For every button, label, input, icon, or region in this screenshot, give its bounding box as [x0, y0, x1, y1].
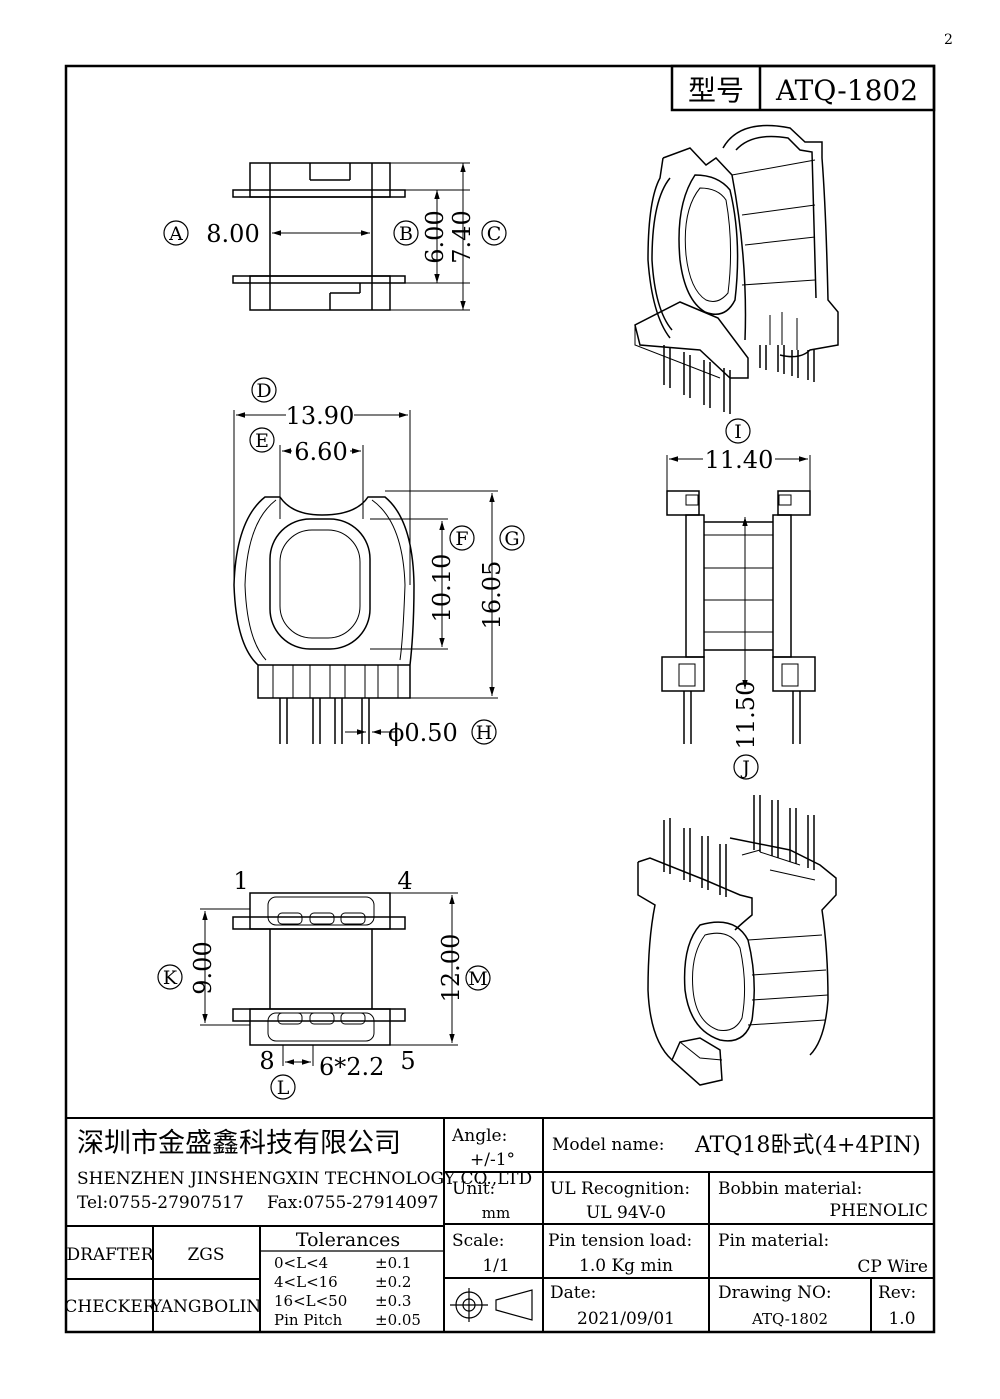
dim-letter-I: I — [734, 421, 742, 443]
scale-value: 1/1 — [482, 1256, 509, 1276]
pin-number-5: 5 — [400, 1047, 415, 1075]
angle-label: Angle: — [451, 1126, 507, 1146]
dim-letter-J: J — [740, 757, 750, 779]
dimension-E: E 6.60 — [249, 427, 350, 466]
tolerance-range-1: 0<L<4 — [274, 1254, 328, 1272]
dim-value-M: 12.00 — [437, 934, 465, 1003]
model-name-value: ATQ18卧式(4+4PIN) — [694, 1133, 921, 1158]
pin-tension-label: Pin tension load: — [548, 1231, 692, 1251]
dim-value-L: 6*2.2 — [319, 1053, 384, 1081]
tolerance-value-3: ±0.3 — [375, 1292, 411, 1310]
dim-value-G: 16.05 — [478, 561, 506, 630]
isometric-view-bottom — [637, 795, 837, 1086]
checker-value: YANGBOLIN — [150, 1297, 261, 1317]
pin-material-value: CP Wire — [857, 1257, 928, 1277]
dimension-A: A 8.00 — [163, 220, 260, 248]
pin-tension-value: 1.0 Kg min — [579, 1256, 673, 1276]
pin-material-label: Pin material: — [718, 1231, 829, 1251]
tolerance-value-2: ±0.2 — [375, 1273, 411, 1291]
top-view — [232, 162, 470, 311]
title-block-lines — [66, 1117, 934, 1332]
date-value: 2021/09/01 — [577, 1309, 675, 1329]
pin-number-1: 1 — [233, 867, 248, 895]
dim-value-F: 10.10 — [428, 554, 456, 623]
company-name-en: SHENZHEN JINSHENGXIN TECHNOLOGY CO.,LTD — [77, 1169, 532, 1189]
company-fax: Fax:0755-27914097 — [267, 1193, 439, 1213]
ul-label: UL Recognition: — [550, 1179, 690, 1199]
dimension-L: 6*2.2 L — [270, 1053, 384, 1100]
dim-value-D: 13.90 — [286, 402, 355, 430]
dim-letter-D: D — [256, 380, 271, 402]
dim-letter-G: G — [504, 528, 519, 550]
projection-symbol-icon — [450, 1288, 533, 1322]
bobbin-material-value: PHENOLIC — [830, 1201, 929, 1221]
dimension-I: I 11.40 — [703, 418, 775, 474]
drawing-frame — [64, 64, 936, 1334]
dim-letter-F: F — [455, 528, 468, 550]
unit-label: Unit: — [452, 1179, 495, 1199]
dim-value-E: 6.60 — [294, 438, 347, 466]
dimension-M: 12.00 M — [437, 934, 491, 1003]
dim-value-C: 7.40 — [448, 210, 476, 263]
date-label: Date: — [550, 1283, 596, 1303]
dim-letter-C: C — [487, 223, 502, 245]
dim-letter-M: M — [468, 968, 487, 990]
drawing-no-value: ATQ-1802 — [751, 1310, 828, 1328]
model-box: 型号 ATQ-1802 — [670, 64, 936, 112]
dim-value-J: 11.50 — [732, 681, 760, 750]
dim-letter-L: L — [277, 1077, 290, 1099]
pin-number-8: 8 — [259, 1047, 274, 1075]
drafter-label: DRAFTER — [66, 1245, 154, 1265]
dim-letter-A: A — [168, 223, 183, 245]
angle-value: +/-1° — [470, 1150, 515, 1170]
dim-value-H: ϕ0.50 — [388, 719, 458, 747]
bottom-view — [200, 892, 458, 1066]
dimension-G: G 16.05 — [478, 525, 525, 630]
bobbin-material-label: Bobbin material: — [718, 1179, 862, 1199]
dimension-K: K 9.00 — [157, 941, 217, 995]
company-name-cn: 深圳市金盛鑫科技有限公司 — [77, 1128, 401, 1159]
dimension-H: ϕ0.50 H — [388, 719, 497, 747]
front-view — [233, 410, 498, 744]
model-box-value: ATQ-1802 — [775, 74, 918, 107]
model-box-label: 型号 — [688, 74, 744, 107]
tolerance-value-4: ±0.05 — [375, 1311, 421, 1329]
dimension-F: F 10.10 — [428, 525, 475, 623]
unit-value: mm — [482, 1204, 510, 1222]
dim-letter-B: B — [399, 223, 413, 245]
side-view — [661, 455, 816, 744]
dim-value-I: 11.40 — [705, 446, 774, 474]
isometric-view-top — [634, 124, 839, 414]
corner-mark: 2 — [944, 32, 953, 48]
dim-value-K: 9.00 — [189, 941, 217, 994]
pin-number-4: 4 — [397, 867, 412, 895]
dim-value-B: 6.00 — [421, 210, 449, 263]
dim-value-A: 8.00 — [206, 220, 259, 248]
checker-label: CHECKER — [64, 1297, 156, 1317]
company-tel: Tel:0755-27907517 — [77, 1193, 244, 1213]
tolerance-range-4: Pin Pitch — [274, 1311, 343, 1329]
ul-value: UL 94V-0 — [586, 1203, 666, 1223]
tolerances-title: Tolerances — [296, 1229, 400, 1251]
drafter-value: ZGS — [187, 1245, 224, 1265]
rev-label: Rev: — [878, 1283, 916, 1303]
dimension-D: D 13.90 — [251, 377, 355, 430]
dim-letter-K: K — [163, 967, 178, 989]
rev-value: 1.0 — [888, 1309, 915, 1329]
tolerance-range-3: 16<L<50 — [274, 1292, 347, 1310]
tolerance-range-2: 4<L<16 — [274, 1273, 338, 1291]
dimension-J: 11.50 J — [732, 681, 760, 780]
model-name-label: Model name: — [552, 1135, 664, 1155]
tolerance-value-1: ±0.1 — [375, 1254, 411, 1272]
drawing-no-label: Drawing NO: — [718, 1283, 832, 1303]
scale-label: Scale: — [452, 1231, 505, 1251]
dimension-C: C 7.40 — [448, 210, 507, 264]
dimension-B: B 6.00 — [393, 210, 449, 264]
dim-letter-E: E — [255, 430, 269, 452]
dim-letter-H: H — [476, 722, 493, 744]
